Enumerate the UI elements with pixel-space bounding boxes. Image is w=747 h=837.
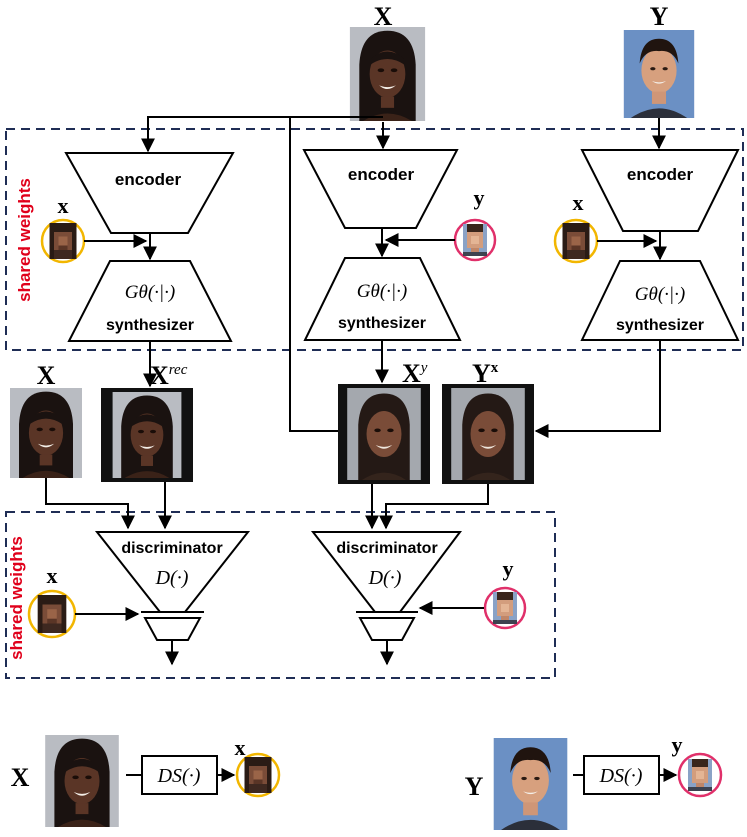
generator-fn-label-2: Gθ(·|·) xyxy=(357,281,407,302)
label-y-col2: y xyxy=(474,185,485,210)
discriminator-head-1 xyxy=(143,617,202,641)
pixel-x-icon-col3 xyxy=(562,223,590,259)
pixel-y-icon-col2 xyxy=(463,224,487,256)
pixel-y-icon-ds xyxy=(688,759,712,791)
discriminator-label-1: discriminator xyxy=(121,540,222,557)
face-x-y-icon xyxy=(347,388,421,480)
synthesizer-block-2 xyxy=(303,257,462,341)
label-Y-top: Y xyxy=(650,2,669,31)
label-X-top: X xyxy=(374,2,393,31)
face-x-ds-icon xyxy=(45,735,119,827)
encoder-label-3: encoder xyxy=(627,165,694,184)
pixel-x-icon-col1 xyxy=(49,223,77,259)
label-X-y: Xy xyxy=(402,359,428,388)
shared-weights-group-bottom xyxy=(5,511,556,679)
shared-weights-label-top: shared weights xyxy=(15,178,34,302)
pixel-x-icon-ds xyxy=(244,757,272,793)
face-y-ds-icon xyxy=(493,738,568,830)
face-y-input-icon xyxy=(623,30,695,118)
downsample-fn-label-y: DS(·) xyxy=(599,765,643,787)
encoder-label-1: encoder xyxy=(115,170,182,189)
encoder-block-3 xyxy=(580,149,740,232)
discriminator-fn-label-1: D(·) xyxy=(155,567,189,589)
label-x-ds: x xyxy=(235,735,246,760)
label-x-col1: x xyxy=(58,193,69,218)
label-y-disc: y xyxy=(503,556,514,581)
generator-fn-label-3: Gθ(·|·) xyxy=(635,284,685,305)
pixel-y-icon-disc xyxy=(493,592,517,624)
label-X-ds: X xyxy=(11,763,30,792)
synthesizer-block-1 xyxy=(67,260,233,342)
generator-fn-label-1: Gθ(·|·) xyxy=(125,282,175,303)
face-x-real-icon xyxy=(10,388,82,478)
label-y-ds: y xyxy=(672,732,683,757)
face-x-rec-icon xyxy=(112,392,182,478)
synthesizer-block-3 xyxy=(580,260,740,341)
downsample-fn-label-x: DS(·) xyxy=(157,765,201,787)
label-x-col3: x xyxy=(573,190,584,215)
face-y-x-icon xyxy=(451,388,525,480)
synthesizer-label-1: synthesizer xyxy=(106,317,194,334)
encoder-block-1 xyxy=(64,152,235,234)
label-X-rec: Xrec xyxy=(150,361,188,390)
shared-weights-label-bottom: shared weights xyxy=(7,536,26,660)
encoder-label-2: encoder xyxy=(348,165,415,184)
shared-weights-group-top xyxy=(5,128,744,351)
pixel-x-icon-disc xyxy=(37,595,67,633)
label-Y-ds: Y xyxy=(465,772,484,801)
face-x-input-icon xyxy=(349,27,426,121)
downsample-box-x xyxy=(141,755,218,795)
discriminator-fn-label-2: D(·) xyxy=(368,567,402,589)
discriminator-head-2 xyxy=(358,617,416,641)
label-Y-x: Yx xyxy=(472,359,499,388)
synthesizer-label-2: synthesizer xyxy=(338,315,426,332)
encoder-block-2 xyxy=(302,149,459,229)
label-X-real: X xyxy=(37,361,56,390)
synthesizer-label-3: synthesizer xyxy=(616,317,704,334)
discriminator-label-2: discriminator xyxy=(336,540,437,557)
label-x-disc: x xyxy=(47,563,58,588)
